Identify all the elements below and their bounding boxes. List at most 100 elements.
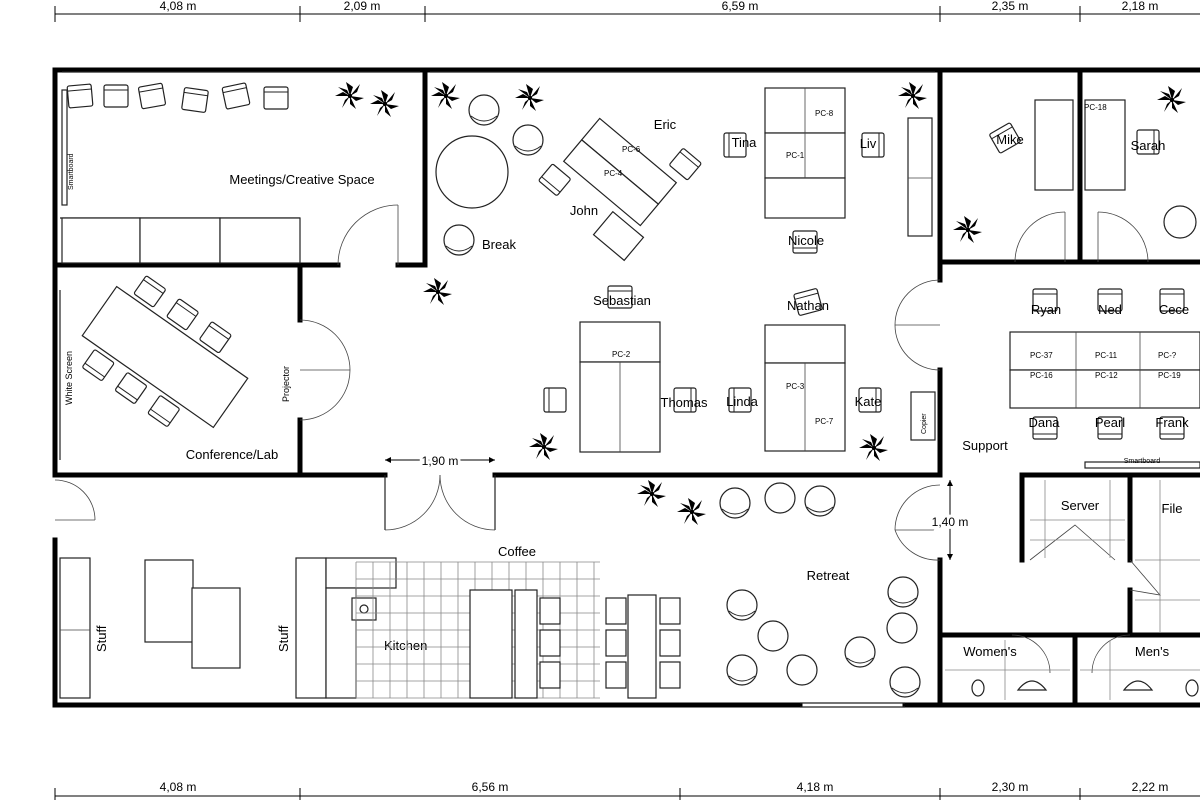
- door-width-label: 1,90 m: [422, 454, 459, 468]
- desk-cluster-sebastian-thomas: [543, 285, 697, 453]
- retreat-lounge: [637, 480, 921, 698]
- person-label-frank: Frank: [1155, 415, 1189, 430]
- person-label-ryan: Ryan: [1031, 302, 1061, 317]
- room-label-kitchen: Kitchen: [384, 638, 427, 653]
- plant-icon: [898, 82, 927, 109]
- room-label-mens: Men's: [1135, 644, 1170, 659]
- smartboard-label: Smartboard: [68, 153, 75, 190]
- file-room: [1135, 480, 1200, 632]
- walls: [52, 67, 1200, 708]
- plant-icon: [370, 90, 399, 117]
- person-label-nicole: Nicole: [788, 233, 824, 248]
- bottom-dim-2: 6,56 m: [472, 780, 509, 794]
- office-sarah: [1084, 86, 1197, 239]
- person-label-tina: Tina: [732, 135, 758, 150]
- person-label-nathan: Nathan: [787, 298, 829, 313]
- top-dim-5: 2,18 m: [1122, 0, 1159, 13]
- pc-label: PC-19: [1158, 371, 1181, 380]
- desk-cluster-nathan-linda-kate: [728, 287, 882, 452]
- room-label-break: Break: [482, 237, 516, 252]
- corridor-width-label: 1,40 m: [932, 515, 969, 529]
- bottom-dim-4: 2,30 m: [992, 780, 1029, 794]
- room-label-support: Support: [962, 438, 1008, 453]
- room-label-stuff-right: Stuff: [276, 625, 291, 652]
- plant-icon: [423, 278, 452, 305]
- stuff-storage-left: [59, 557, 241, 699]
- person-label-sebastian: Sebastian: [593, 293, 651, 308]
- smartboard-label: Smartboard: [1124, 458, 1161, 465]
- pc-label: PC-18: [1084, 103, 1107, 112]
- pc-label: PC-3: [786, 382, 805, 391]
- plant-icon: [953, 216, 982, 243]
- bottom-dimension-line: [54, 788, 1200, 800]
- pc-label: PC-?: [1158, 351, 1177, 360]
- person-label-linda: Linda: [726, 394, 759, 409]
- room-label-meetings: Meetings/Creative Space: [229, 172, 374, 187]
- room-label-file: File: [1162, 501, 1183, 516]
- break-area: [423, 82, 544, 305]
- room-label-womens: Women's: [963, 644, 1017, 659]
- door-dimension: [385, 457, 495, 463]
- coffee-tables: [469, 589, 681, 699]
- person-label-pearl: Pearl: [1095, 415, 1125, 430]
- office-mike: [953, 99, 1074, 243]
- corridor-dimension: [947, 480, 953, 560]
- top-dimension-line: [54, 6, 1200, 22]
- pc-label: PC-1: [786, 151, 805, 160]
- projector-label: Projector: [281, 366, 291, 402]
- top-dim-1: 4,08 m: [160, 0, 197, 13]
- room-label-conference: Conference/Lab: [186, 447, 279, 462]
- pc-label: PC-11: [1095, 351, 1118, 360]
- pc-label: PC-7: [815, 417, 834, 426]
- person-label-john: John: [570, 203, 598, 218]
- bottom-dim-1: 4,08 m: [160, 780, 197, 794]
- person-label-cece: Cece: [1159, 302, 1189, 317]
- pc-label: PC-4: [604, 169, 623, 178]
- top-dim-2: 2,09 m: [344, 0, 381, 13]
- pc-label: PC-16: [1030, 371, 1053, 380]
- kitchen: [295, 557, 397, 699]
- bottom-dim-3: 4,18 m: [797, 780, 834, 794]
- meetings-room: [60, 82, 399, 264]
- pc-label: PC-8: [815, 109, 834, 118]
- room-label-stuff-left: Stuff: [94, 625, 109, 652]
- room-label-coffee: Coffee: [498, 544, 536, 559]
- plant-icon: [677, 498, 706, 525]
- plant-icon: [529, 433, 558, 460]
- pc-label: PC-37: [1030, 351, 1053, 360]
- desk-cluster-tina-liv: [723, 87, 885, 254]
- white-screen-label: White Screen: [64, 351, 74, 405]
- plant-icon: [335, 82, 364, 109]
- plant-icon: [1157, 86, 1186, 113]
- person-label-liv: Liv: [860, 136, 877, 151]
- top-dim-4: 2,35 m: [992, 0, 1029, 13]
- room-label-retreat: Retreat: [807, 568, 850, 583]
- person-label-sarah: Sarah: [1131, 138, 1166, 153]
- person-label-mike: Mike: [996, 132, 1023, 147]
- person-label-ned: Ned: [1098, 302, 1122, 317]
- top-dim-3: 6,59 m: [722, 0, 759, 13]
- bottom-dim-5: 2,22 m: [1132, 780, 1169, 794]
- pc-label: PC-12: [1095, 371, 1118, 380]
- open-office-extras: [529, 82, 936, 461]
- plant-icon: [515, 84, 544, 111]
- conference-table: [81, 274, 249, 429]
- pc-label: PC-6: [622, 145, 641, 154]
- person-label-eric: Eric: [654, 117, 677, 132]
- person-label-dana: Dana: [1028, 415, 1060, 430]
- room-label-server: Server: [1061, 498, 1100, 513]
- person-label-kate: Kate: [855, 394, 882, 409]
- server-room: [1030, 480, 1125, 558]
- window-markers: [62, 71, 935, 708]
- person-label-thomas: Thomas: [661, 395, 708, 410]
- copier-label: Copier: [921, 413, 928, 434]
- plant-icon: [431, 82, 460, 109]
- support-desks: [1009, 288, 1200, 469]
- plant-icon: [859, 434, 888, 461]
- pc-label: PC-2: [612, 350, 631, 359]
- womens-restroom: [945, 640, 1070, 700]
- mens-restroom: [1080, 640, 1200, 700]
- plant-icon: [637, 480, 666, 507]
- desk-cluster-eric-john: [537, 117, 703, 262]
